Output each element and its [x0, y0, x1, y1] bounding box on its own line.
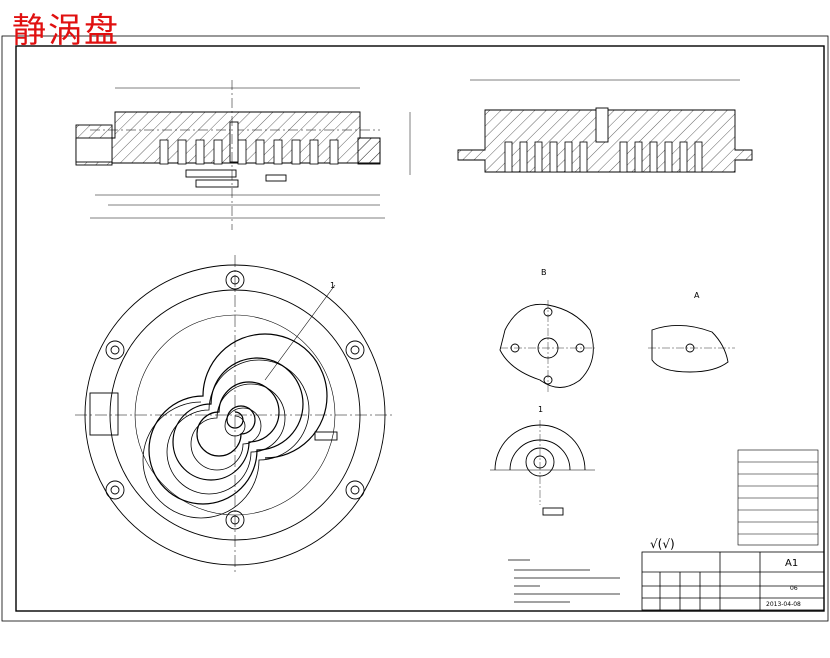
part-ref-label: 1	[330, 281, 335, 290]
detail-c-label: 1	[538, 405, 543, 414]
top-view-disc	[75, 255, 395, 575]
detail-view-a: A	[648, 291, 735, 373]
outer-border	[1, 35, 829, 622]
title-block-part: 06	[790, 585, 798, 592]
drawing-title: 静涡盘	[12, 11, 120, 51]
roughness-symbol: √(√)	[650, 537, 675, 551]
front-section-view	[75, 80, 411, 230]
detail-view-c: 1	[490, 405, 595, 516]
detail-b-label: B	[541, 268, 547, 277]
side-section-view	[457, 79, 753, 173]
title-block-number: 2013-04-08	[766, 601, 801, 608]
inner-border	[15, 45, 825, 612]
detail-a-label: A	[694, 291, 700, 300]
title-block	[641, 551, 825, 611]
title-block-scale: A1	[785, 558, 798, 569]
spec-table	[737, 449, 819, 546]
detail-view-b: B	[499, 268, 595, 392]
technical-notes	[508, 559, 620, 603]
